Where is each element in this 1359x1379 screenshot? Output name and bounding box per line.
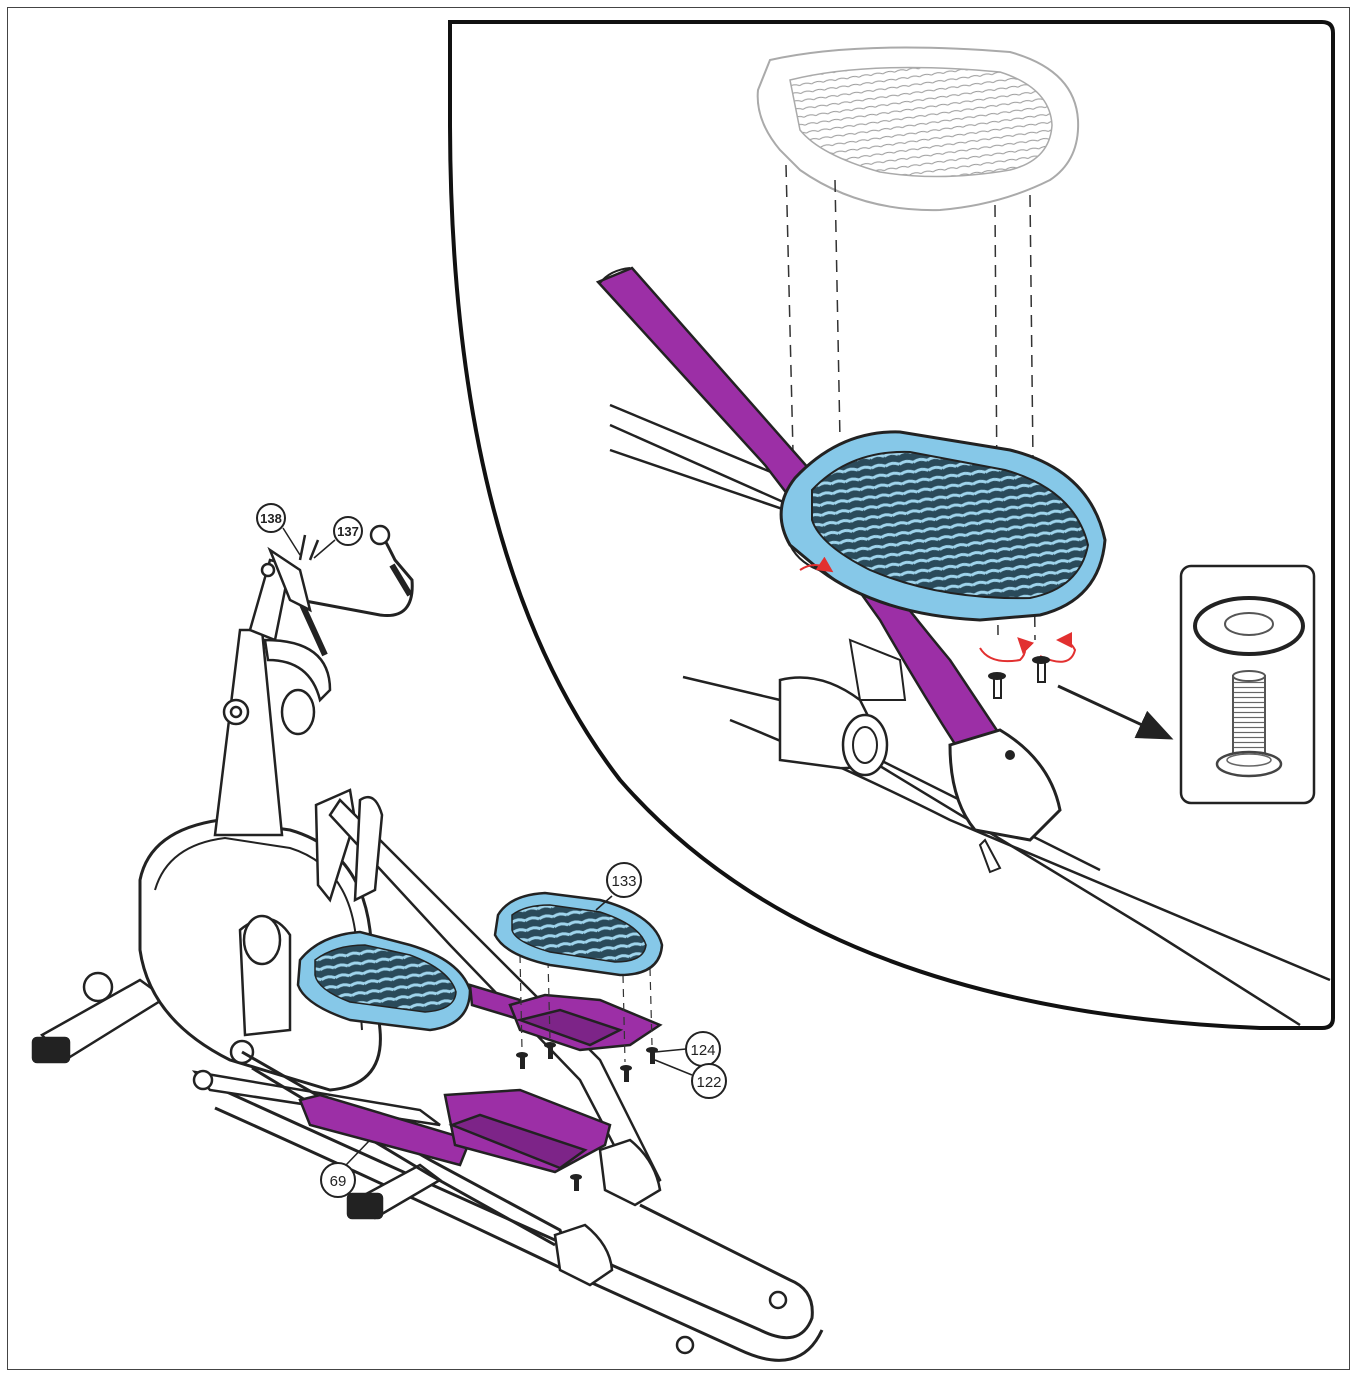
diagram-frame xyxy=(7,7,1350,1370)
callout-69-label: 69 xyxy=(330,1173,347,1190)
callout-69: 69 xyxy=(320,1139,371,1198)
pointer-arrow-icon xyxy=(1057,684,1174,740)
pedal-left xyxy=(296,930,472,1032)
bolt-icon xyxy=(516,1042,658,1191)
detail-inset xyxy=(448,20,1335,1030)
guide-lines-main xyxy=(519,954,653,1063)
callout-122: 122 xyxy=(654,1059,727,1099)
pedal-arm-right xyxy=(468,983,663,1052)
hardware-detail-box xyxy=(1179,564,1316,805)
washer-icon xyxy=(1193,596,1305,656)
callout-137: 137 xyxy=(313,516,363,559)
callout-133: 133 xyxy=(595,862,642,911)
bolt-icon xyxy=(988,656,1050,699)
elliptical-machine xyxy=(31,524,824,1362)
wheel-carriage xyxy=(778,638,907,777)
rotation-arrow-icon xyxy=(799,556,1077,663)
callout-124: 124 xyxy=(654,1031,721,1067)
bolt-icon xyxy=(1215,670,1283,778)
pedal-arm-left xyxy=(298,1088,612,1174)
callout-138-label: 138 xyxy=(260,511,282,526)
callout-138: 138 xyxy=(256,503,301,556)
callout-124-label: 124 xyxy=(690,1042,715,1059)
callout-122-label: 122 xyxy=(696,1074,721,1091)
pedal-right xyxy=(493,891,664,977)
callout-133-label: 133 xyxy=(611,873,636,890)
pedal-ghost xyxy=(756,46,1080,212)
end-cap xyxy=(948,728,1062,874)
pedal-installed xyxy=(779,430,1107,622)
callout-137-label: 137 xyxy=(337,524,359,539)
